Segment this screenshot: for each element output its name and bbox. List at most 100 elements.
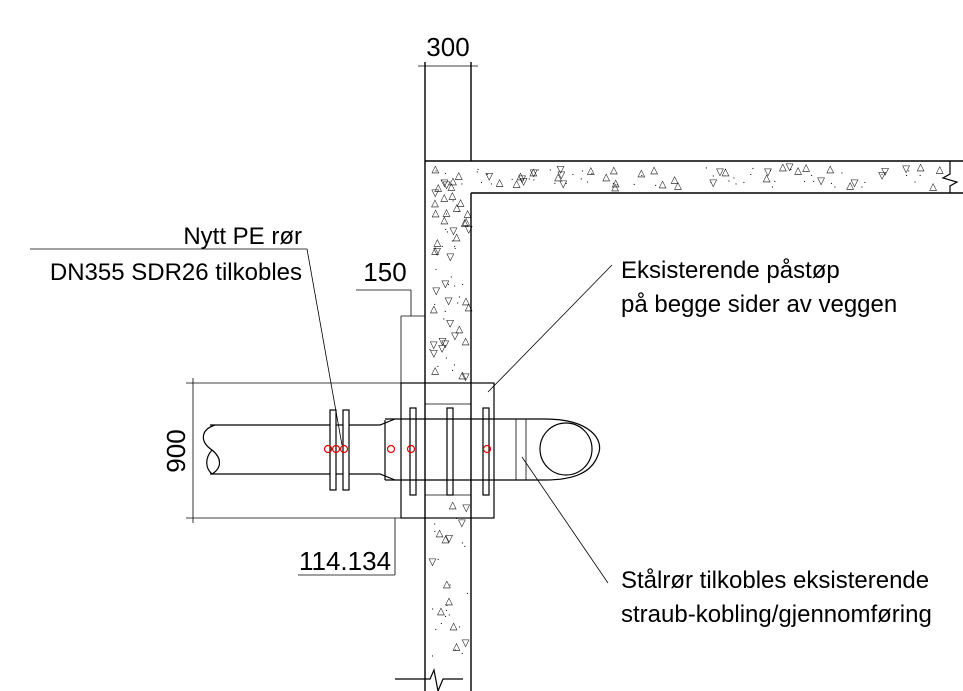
- concrete-hatch-mark: △: [457, 197, 465, 208]
- concrete-hatch-mark: ▽: [465, 224, 473, 235]
- concrete-hatch-mark: ▽: [786, 162, 794, 173]
- concrete-hatch-mark: ▽: [441, 339, 449, 350]
- concrete-hatch-mark: ·: [511, 174, 514, 185]
- concrete-hatch-mark: ·: [451, 196, 454, 207]
- concrete-hatch-mark: ▽: [518, 174, 526, 185]
- label-pe-pipe: Nytt PE rør DN355 SDR26 tilkobles: [30, 223, 343, 446]
- concrete-hatch-mark: △: [587, 165, 595, 176]
- concrete-hatch-mark: ·: [434, 624, 437, 635]
- concrete-hatch-mark: ▽: [438, 344, 446, 355]
- concrete-hatch-mark: △: [440, 192, 448, 203]
- concrete-hatch-mark: △: [638, 168, 646, 179]
- concrete-hatch-mark: ·: [458, 621, 461, 632]
- pe-pipe: [202, 409, 396, 491]
- concrete-hatch-mark: ·: [751, 163, 754, 174]
- concrete-hatch-mark: ·: [453, 241, 456, 252]
- concrete-hatch-mark: ▽: [447, 252, 455, 263]
- concrete-hatch-mark: ▽: [431, 188, 439, 199]
- dimension-300-text: 300: [426, 32, 469, 62]
- concrete-hatch-mark: ▽: [462, 503, 470, 514]
- concrete-hatch-mark: △: [449, 176, 457, 187]
- concrete-hatch-mark: ▽: [445, 533, 453, 544]
- concrete-hatch-mark: ·: [446, 227, 449, 238]
- concrete-hatch-mark: △: [430, 304, 438, 315]
- concrete-hatch-mark: △: [612, 178, 620, 189]
- dimension-150-text: 150: [363, 257, 406, 287]
- concrete-hatch-slab: △·▽··△▽▽·△·△△·△···△···△·△······△△△△△▽···…: [476, 162, 944, 193]
- concrete-hatch-mark: ·: [863, 177, 866, 188]
- concrete-hatch-mark: ·: [537, 164, 540, 175]
- concrete-hatch-mark: ·: [532, 175, 535, 186]
- concrete-hatch-mark: ▽: [520, 177, 528, 188]
- concrete-hatch-mark: ▽: [430, 340, 438, 351]
- concrete-hatch-mark: △: [432, 164, 440, 175]
- concrete-hatch-mark: ·: [433, 299, 436, 310]
- concrete-hatch-mark: ·: [454, 243, 457, 254]
- concrete-hatch-mark: ·: [454, 644, 457, 655]
- concrete-hatch-mark: ▽: [902, 164, 910, 175]
- concrete-hatch-mark: ·: [712, 170, 715, 181]
- concrete-hatch-mark: ·: [480, 177, 483, 188]
- concrete-hatch-mark: ▽: [881, 166, 889, 177]
- concrete-hatch-mark: ·: [549, 165, 552, 176]
- concrete-hatch-mark: ·: [445, 605, 448, 616]
- concrete-hatch-mark: ·: [840, 168, 843, 179]
- concrete-hatch-mark: △: [794, 166, 802, 177]
- concrete-hatch-mark: ·: [705, 163, 708, 174]
- concrete-hatch-mark: ▽: [462, 372, 470, 383]
- concrete-hatch-mark: △: [461, 218, 469, 229]
- concrete-hatch-mark: ·: [463, 541, 466, 552]
- concrete-hatch-mark: ▽: [446, 318, 454, 329]
- concrete-hatch-mark: ·: [447, 279, 450, 290]
- concrete-hatch-mark: △: [465, 302, 473, 313]
- concrete-hatch-mark: ·: [732, 172, 735, 183]
- concrete-hatch-mark: △: [455, 171, 463, 182]
- concrete-hatch-mark: ▽: [429, 557, 437, 568]
- concrete-hatch-mark: △: [456, 324, 464, 335]
- concrete-hatch-mark: △: [464, 209, 472, 220]
- concrete-hatch-mark: △: [453, 642, 461, 653]
- concrete-hatch-mark: ·: [580, 173, 583, 184]
- concrete-hatch-mark: ·: [590, 168, 593, 179]
- concrete-hatch-mark: ·: [486, 169, 489, 180]
- concrete-hatch-mark: ·: [789, 164, 792, 175]
- label-pe-pipe-line1: Nytt PE rør: [183, 223, 302, 250]
- concrete-hatch-mark: ▽: [442, 279, 450, 290]
- concrete-slab: [425, 160, 963, 194]
- concrete-hatch-mark: ·: [803, 176, 806, 187]
- concrete-hatch-mark: △: [431, 198, 439, 209]
- concrete-hatch-mark: △: [513, 179, 521, 190]
- concrete-hatch-mark: ▽: [445, 296, 453, 307]
- concrete-hatch-mark: ·: [616, 180, 619, 191]
- concrete-hatch-mark: ▽: [764, 167, 772, 178]
- concrete-hatch-mark: △: [449, 190, 457, 201]
- dimension-114134-text: 114.134: [299, 546, 391, 576]
- concrete-hatch-mark: ·: [428, 344, 431, 355]
- concrete-hatch-mark: ·: [734, 178, 737, 189]
- concrete-hatch-mark: △: [436, 528, 444, 539]
- concrete-hatch-mark: △: [650, 165, 658, 176]
- concrete-hatch-mark: ▽: [458, 518, 466, 529]
- concrete-hatch-mark: ·: [830, 178, 833, 189]
- concrete-hatch-mark: ·: [476, 164, 479, 175]
- concrete-hatch-mark: ·: [612, 178, 615, 189]
- concrete-hatch-mark: ▽: [851, 178, 859, 189]
- concrete-hatch-mark: △: [554, 172, 562, 183]
- concrete-hatch-mark: ·: [461, 538, 464, 549]
- concrete-hatch-mark: ·: [431, 650, 434, 661]
- concrete-hatch-mark: △: [450, 621, 458, 632]
- concrete-hatch-mark: △: [442, 534, 450, 545]
- concrete-hatch-mark: ▽: [716, 167, 724, 178]
- concrete-hatch-mark: ·: [444, 168, 447, 179]
- concrete-hatch-mark: ·: [476, 167, 479, 178]
- concrete-hatch-mark: △: [671, 174, 679, 185]
- dimension-300: 300: [418, 32, 478, 70]
- concrete-hatch-mark: ·: [553, 178, 556, 189]
- concrete-hatch-mark: ·: [431, 603, 434, 614]
- concrete-hatch-mark: ·: [445, 209, 448, 220]
- concrete-hatch-mark: ·: [448, 609, 451, 620]
- concrete-hatch-mark: ·: [749, 169, 752, 180]
- concrete-hatch-mark: ·: [833, 181, 836, 192]
- concrete-hatch-mark: ▽: [433, 246, 441, 257]
